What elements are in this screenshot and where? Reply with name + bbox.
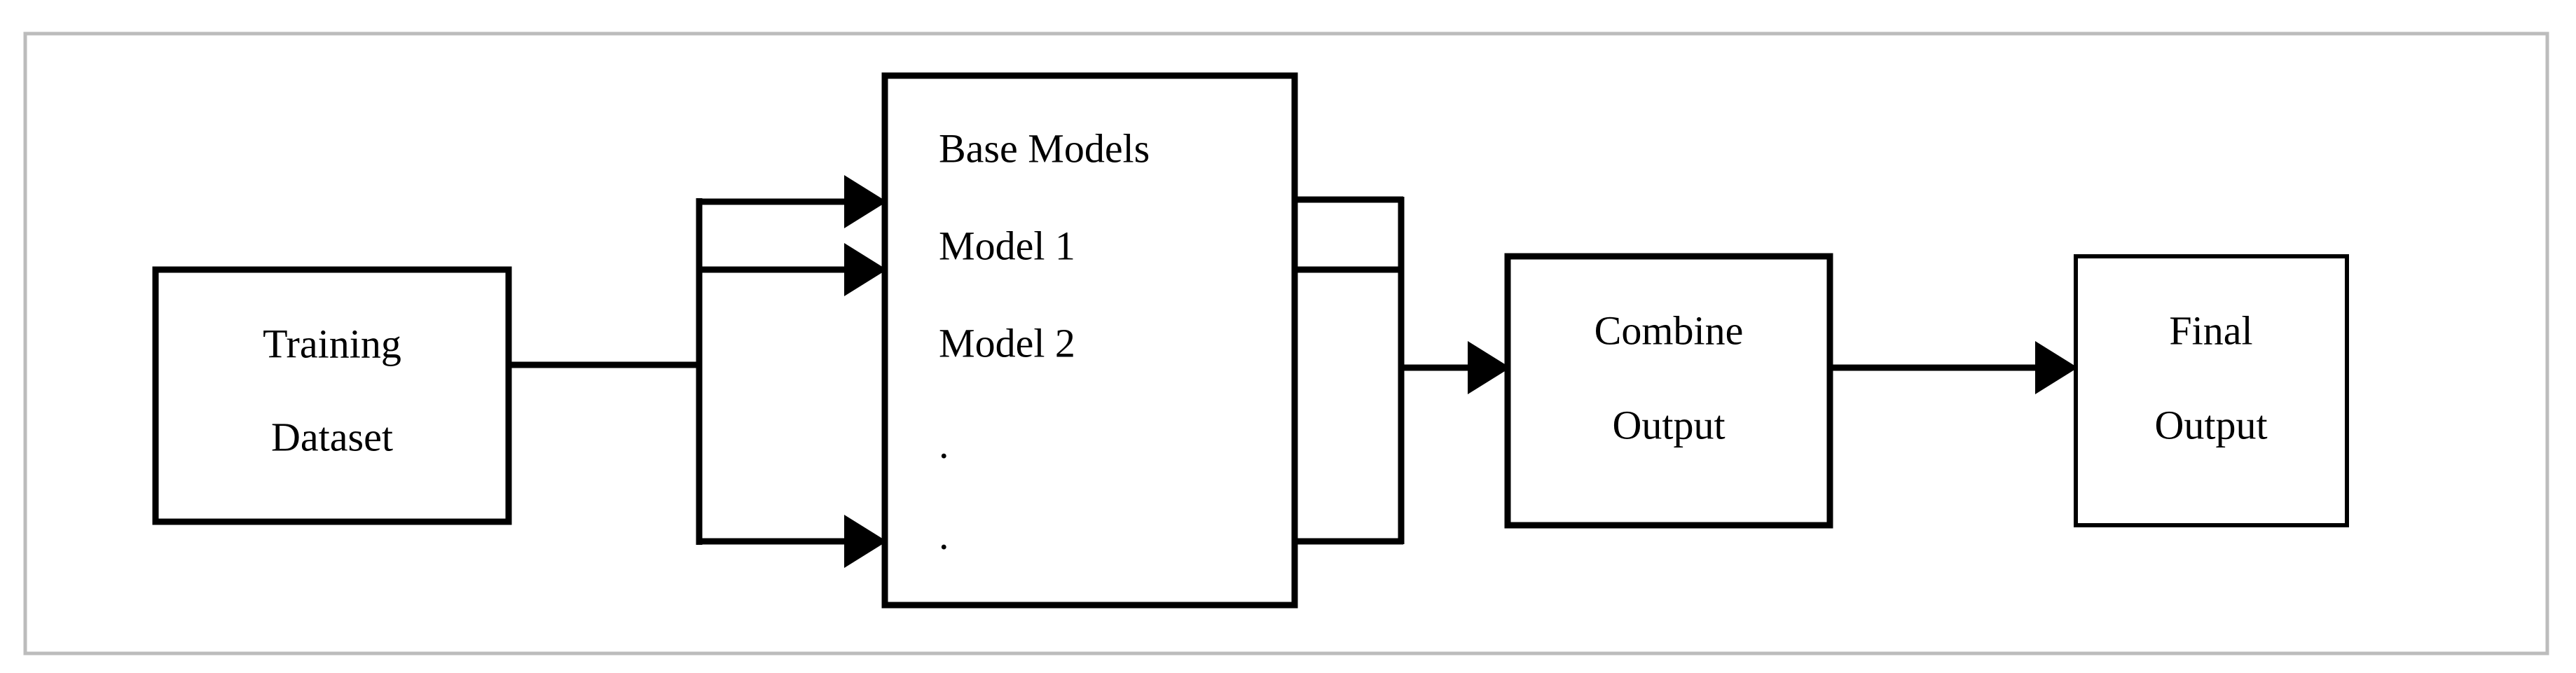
training-dataset-label-line2: Dataset	[271, 414, 393, 459]
edge-split-to-model-n	[699, 515, 887, 568]
split-bus-left	[696, 175, 887, 568]
base-models-heading: Base Models	[939, 125, 1150, 171]
combine-output-label-line1: Combine	[1594, 307, 1744, 353]
combine-to-final-arrowhead	[2035, 341, 2078, 394]
combine-output-label-line2: Output	[1612, 402, 1725, 447]
training-dataset-label-line1: Training	[263, 321, 401, 366]
final-output-label-line1: Final	[2169, 307, 2252, 353]
edge-merge-to-combine	[1401, 341, 1510, 394]
base-models-item-1: Model 1	[939, 223, 1075, 268]
base-models-box[interactable]	[881, 72, 1298, 609]
combine-output-box[interactable]	[1504, 253, 1833, 529]
node-combine-output[interactable]: Combine Output	[1504, 253, 1833, 529]
split-branch-1-arrowhead	[844, 175, 887, 228]
figure-frame	[23, 32, 2549, 655]
training-dataset-box[interactable]	[152, 266, 512, 525]
base-models-ellipsis-dot-2: .	[939, 512, 949, 557]
edge-split-to-model-1	[699, 175, 887, 228]
merge-to-combine-arrowhead	[1468, 341, 1510, 394]
final-output-box[interactable]	[2074, 254, 2349, 527]
split-branch-n-arrowhead	[844, 515, 887, 568]
final-output-label-line2: Output	[2154, 402, 2267, 447]
split-branch-2-arrowhead	[844, 243, 887, 296]
node-final-output[interactable]: Final Output	[2074, 254, 2349, 527]
edge-combine-to-final	[1830, 341, 2078, 394]
base-models-item-2: Model 2	[939, 320, 1075, 366]
node-base-models[interactable]: Base Models Model 1 Model 2 . .	[881, 72, 1298, 609]
base-models-ellipsis-dot-1: .	[939, 421, 949, 466]
edge-split-to-model-2	[699, 243, 887, 296]
merge-bus-right	[1293, 196, 1405, 545]
node-training-dataset[interactable]: Training Dataset	[152, 266, 512, 525]
